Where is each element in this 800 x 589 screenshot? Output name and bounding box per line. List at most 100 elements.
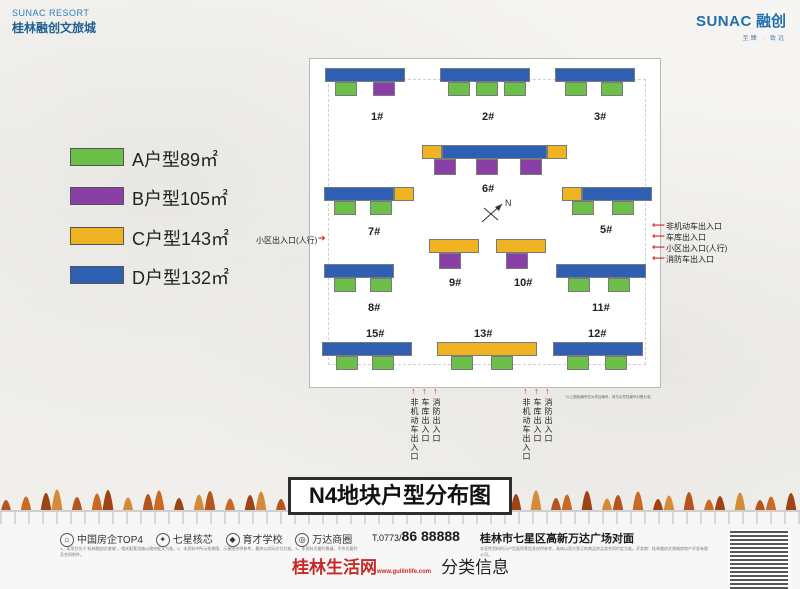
unit-type-c <box>422 145 442 159</box>
unit-type-b <box>434 159 456 175</box>
entrance-right-arrow-icon: ⟵ <box>652 220 665 230</box>
tree-icon <box>632 491 644 515</box>
building-number-7: 7# <box>368 226 381 238</box>
legend-label-d: D户型 <box>132 268 181 288</box>
legend-swatch-c <box>70 227 124 245</box>
tree-icon <box>40 493 52 515</box>
footer-phone: T.0773/86 88888 <box>372 528 460 544</box>
unit-type-b <box>520 159 542 175</box>
building-number-6: 6# <box>482 183 495 195</box>
legend-area-b: 105㎡ <box>180 189 229 209</box>
unit-type-a <box>572 201 594 215</box>
building-number-9: 9# <box>449 277 462 289</box>
entrance-bottom-right-3: 消防出入口 <box>544 398 553 443</box>
tree-icon <box>530 490 542 515</box>
logo-slogan: 至臻 · 致远 <box>742 36 786 42</box>
unit-type-a <box>567 356 589 370</box>
entrance-right-4: 消防车出入口 <box>666 255 714 264</box>
unit-type-d <box>324 264 394 278</box>
footer-address: 桂林市七星区高新万达广场对面 <box>480 533 634 545</box>
unit-type-d <box>325 68 405 82</box>
building-number-11: 11# <box>592 302 610 314</box>
tree-icon <box>102 490 114 515</box>
unit-type-a <box>334 278 356 292</box>
legend-item-d: D户型132㎡ <box>70 264 290 288</box>
unit-type-a <box>491 356 513 370</box>
footer-tag: ✦七星核芯 <box>155 531 213 548</box>
legend-item-a: A户型89㎡ <box>70 146 290 170</box>
unit-type-d <box>442 145 547 159</box>
entrance-up-arrow-icon: ↑ <box>411 386 416 396</box>
tree-icon <box>785 493 797 515</box>
legend-swatch-a <box>70 148 124 166</box>
footer: ⌂中国房企TOP4 ✦七星核芯 ◆育才学校 ◎万达商圈 T.0773/86 88… <box>0 524 800 589</box>
tree-icon <box>683 492 695 515</box>
unit-type-a <box>334 201 356 215</box>
entrance-bottom-left-2: 车库出入口 <box>421 398 430 443</box>
unit-type-a <box>612 201 634 215</box>
entrance-bottom-right-2: 车库出入口 <box>533 398 542 443</box>
unit-type-a <box>565 82 587 96</box>
graduation-cap-icon: ◆ <box>225 533 240 548</box>
tree-icon <box>255 491 267 515</box>
unit-type-a <box>476 82 498 96</box>
unit-type-d <box>322 342 412 356</box>
entrance-right-3: 小区出入口(人行) <box>666 244 728 253</box>
unit-type-c <box>562 187 582 201</box>
legend-label-c: C户型 <box>132 229 181 249</box>
tree-icon <box>581 491 593 515</box>
building-number-1: 1# <box>371 111 384 123</box>
logo-en: SUNAC <box>695 13 752 30</box>
brand-left: SUNAC RESORT 桂林融创文旅城 <box>12 8 96 36</box>
entrance-up-arrow-icon: ↑ <box>422 386 427 396</box>
unit-type-c <box>547 145 567 159</box>
footer-fine-print-right: 本宣传资料所示户型面积等信息仅供参考，具体以双方签订的商品房买卖合同约定为准。开… <box>480 546 708 557</box>
unit-type-d <box>582 187 652 201</box>
legend-swatch-b <box>70 187 124 205</box>
unit-type-b <box>373 82 395 96</box>
watermark-main: 桂林生活网 <box>292 558 377 577</box>
unit-type-a <box>504 82 526 96</box>
legend-area-c: 143㎡ <box>181 229 230 249</box>
unit-type-b <box>476 159 498 175</box>
legend-area-a: 89㎡ <box>180 150 219 170</box>
entrance-up-arrow-icon: ↑ <box>523 386 528 396</box>
legend-area-d: 132㎡ <box>181 268 230 288</box>
unit-type-a <box>370 278 392 292</box>
unit-type-b <box>506 253 528 269</box>
unit-type-d <box>440 68 530 82</box>
tree-icon <box>510 494 522 515</box>
legend-item-b: B户型105㎡ <box>70 185 290 209</box>
page-title: N4地块户型分布图 <box>288 477 512 515</box>
unit-type-a <box>608 278 630 292</box>
compass: N <box>478 198 512 230</box>
plan-note: *以上图纸编号仅为项目编号，请与示意性编号对照为准。 <box>565 395 654 399</box>
entrance-bottom-right-1: 非机动车出入口 <box>522 398 531 461</box>
brand-right-logo: SUNAC 融创 至臻 · 致远 <box>696 10 786 42</box>
legend-label-a: A户型 <box>132 150 181 170</box>
entrance-up-arrow-icon: ↑ <box>534 386 539 396</box>
compass-arrow-icon <box>481 203 503 223</box>
building-number-2: 2# <box>482 111 495 123</box>
legend-label-b: B户型 <box>132 189 181 209</box>
tree-icon <box>51 489 63 515</box>
legend-swatch-d <box>70 266 124 284</box>
unit-type-d <box>324 187 394 201</box>
unit-type-a <box>336 356 358 370</box>
building-number-15: 15# <box>366 328 385 340</box>
unit-type-c <box>496 239 546 253</box>
building-number-5: 5# <box>600 224 613 236</box>
tree-icon <box>193 494 205 515</box>
tree-icon <box>561 494 573 515</box>
tree-icon <box>734 492 746 515</box>
footer-fine-print-left: 1、本项目位于"桂林融创文旅城"，相关配套设施以政府批文为准。2、本资料中所示效… <box>60 546 358 557</box>
entrance-up-arrow-icon: ↑ <box>545 386 550 396</box>
entrance-bottom-left-1: 非机动车出入口 <box>410 398 419 461</box>
qr-code <box>728 529 790 589</box>
footer-tag: ◎万达商圈 <box>295 531 352 548</box>
entrance-right-1: 非机动车出入口 <box>666 222 722 231</box>
unit-type-a <box>605 356 627 370</box>
unit-type-a <box>448 82 470 96</box>
building-number-13: 13# <box>474 328 493 340</box>
